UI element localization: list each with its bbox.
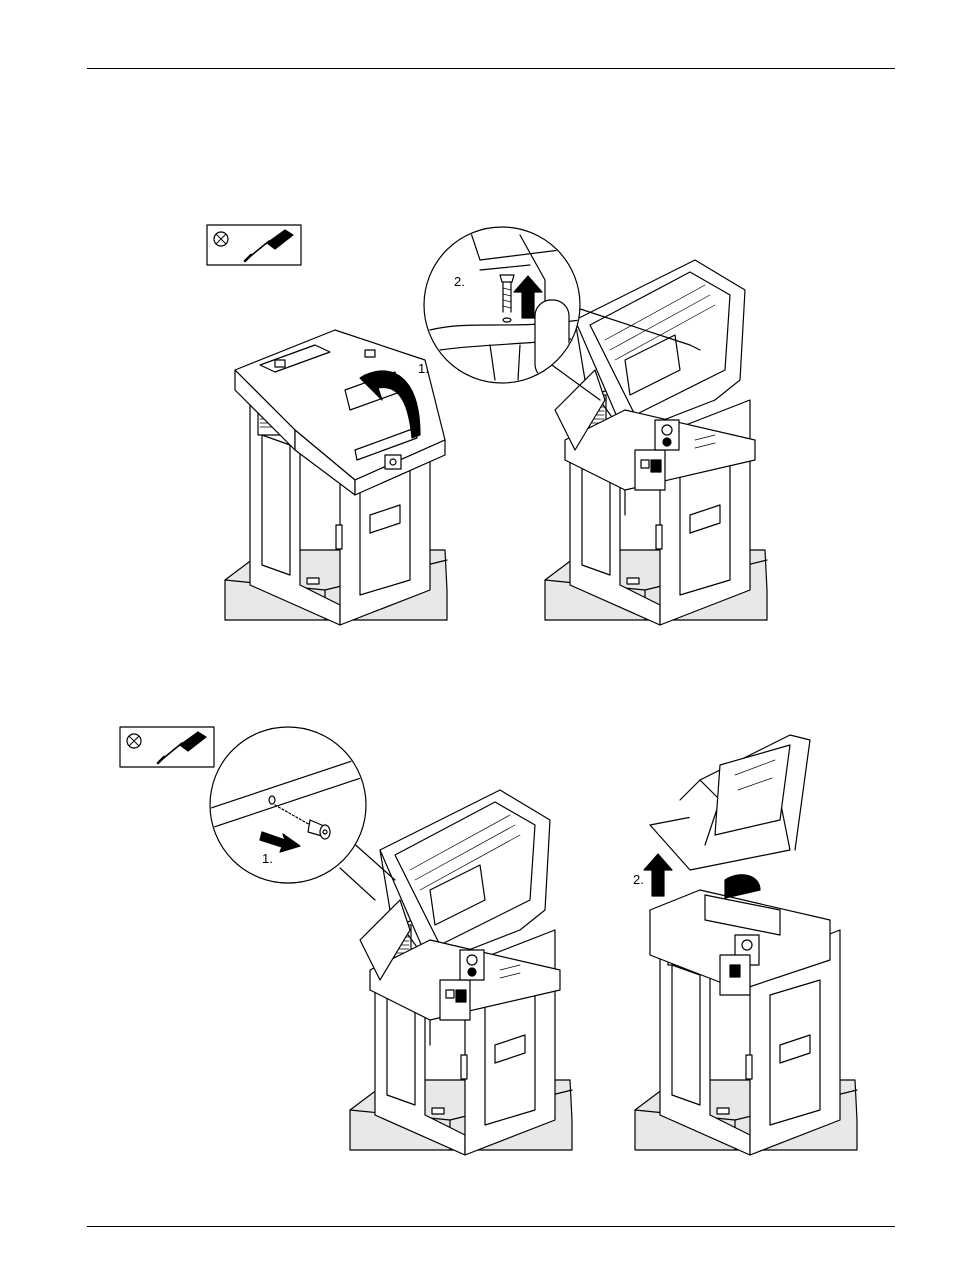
- fig2-step2-label: 2.: [633, 872, 644, 887]
- up-arrow-icon-2: [644, 854, 672, 896]
- printer-hood-removed: [635, 735, 857, 1155]
- printer-open-2: [350, 790, 572, 1155]
- fig1-step1-label: 1.: [418, 361, 429, 376]
- screwdriver-icon: [207, 225, 301, 265]
- screwdriver-icon-2: [120, 727, 214, 767]
- detail-magnifier-2: [205, 727, 395, 900]
- fig1-step2-label: 2.: [454, 274, 465, 289]
- fig2-step1-label: 1.: [262, 851, 273, 866]
- figure-1: 1.: [207, 225, 767, 625]
- figure-2: 1. 2.: [120, 727, 857, 1155]
- printer-closed: [225, 330, 447, 625]
